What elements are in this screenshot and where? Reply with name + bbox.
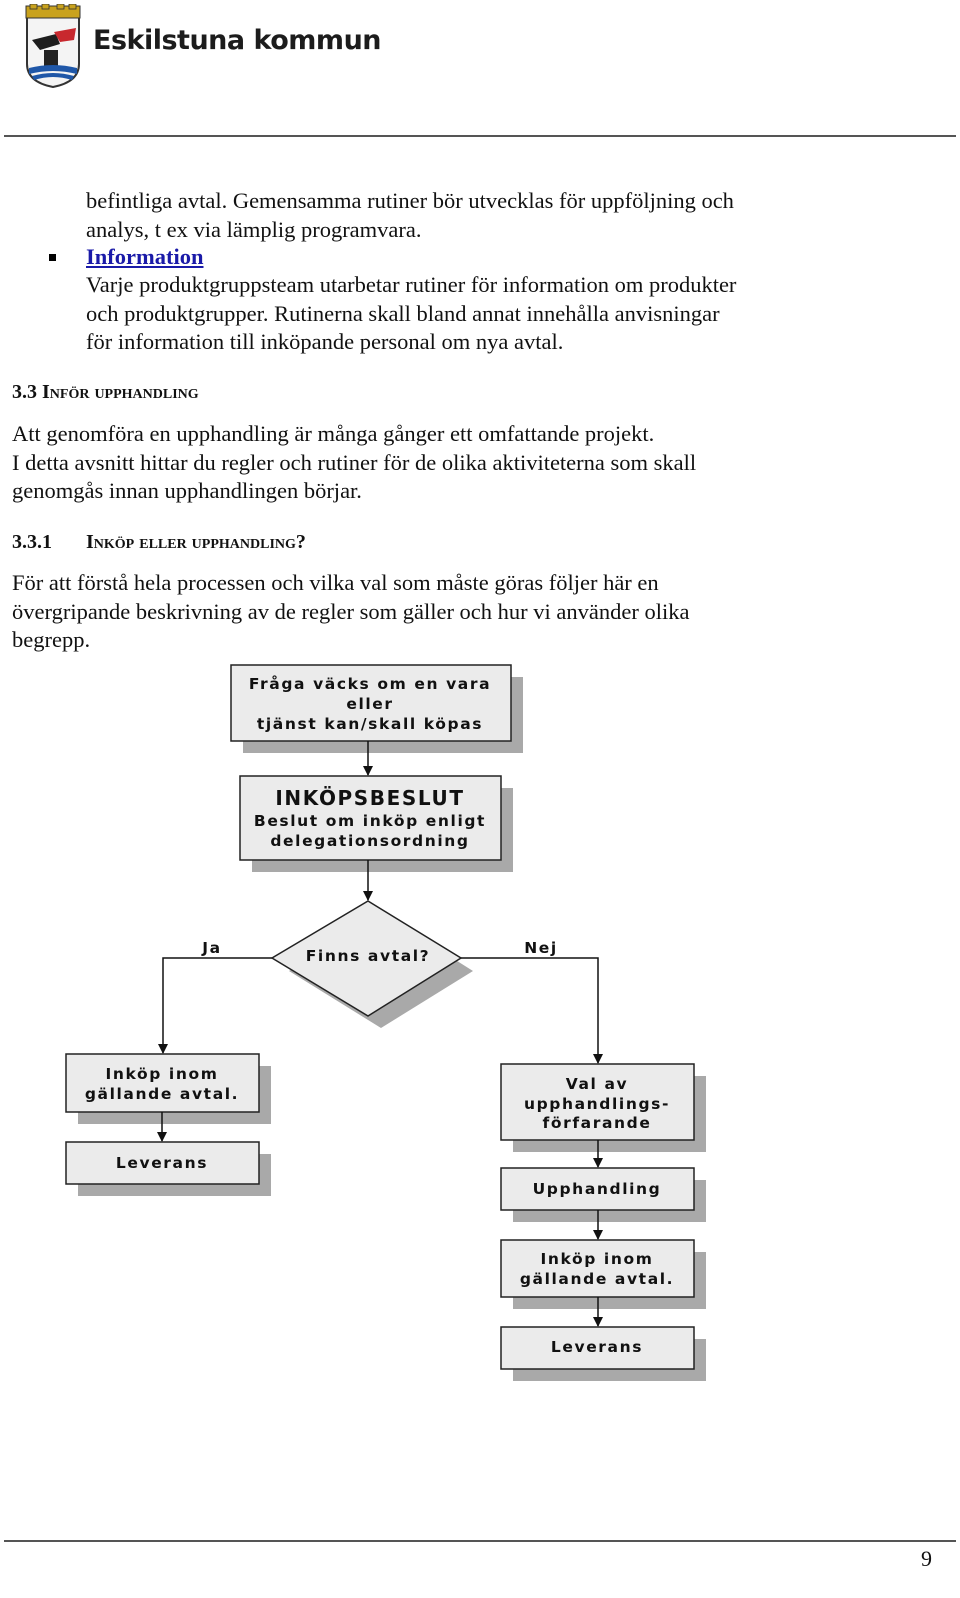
right-delivery-label: Leverans (551, 1338, 643, 1356)
text-line: analys, t ex via lämplig programvara. (86, 216, 422, 242)
section-heading-3-3: 3.3 Inför upphandling (12, 381, 199, 403)
text-line: övergripande beskrivning av de regler so… (12, 598, 690, 624)
decision-sub-line: delegationsordning (270, 832, 469, 850)
section-number-3-3-1: 3.3.1 (12, 531, 52, 553)
start-line: tjänst kan/skall köpas (257, 715, 483, 733)
right-purchase-line: Inköp inom (541, 1250, 654, 1268)
box-frame (230, 664, 512, 742)
procurement-label: Upphandling (533, 1180, 662, 1198)
org-name: Eskilstuna kommun (93, 25, 382, 56)
text-line: Att genomföra en upphandling är många gå… (12, 421, 655, 446)
box-frame (500, 1063, 695, 1141)
flow-agreement-diamond: Finns avtal? (270, 900, 473, 1028)
text-line: I detta avsnitt hittar du regler och rut… (12, 449, 697, 475)
start-line: Fråga väcks om en vara (249, 674, 491, 693)
diamond-label: Finns avtal? (306, 947, 431, 965)
box-frame (65, 1141, 260, 1185)
text-line: begrepp. (12, 627, 91, 652)
diamond-frame (270, 900, 463, 1017)
left-purchase-line: Inköp inom (106, 1065, 219, 1083)
footer-divider (4, 1540, 956, 1542)
section-title-3-3-1: Inköp eller upphandling? (86, 531, 306, 553)
municipal-crest-logo (25, 4, 81, 88)
decision-sub-line: Beslut om inköp enligt (254, 812, 486, 830)
text-line: Varje produktgruppsteam utarbetar rutine… (86, 272, 737, 297)
box-frame (500, 1167, 695, 1211)
flow-right-delivery-box: Leverans (500, 1326, 706, 1381)
procedure-choice-line: Val av (566, 1075, 628, 1093)
start-line: eller (346, 695, 393, 713)
text-line: och produktgrupper. Rutinerna skall blan… (86, 300, 720, 326)
paragraph-before-procurement: Att genomföra en upphandling är många gå… (12, 420, 696, 506)
box-frame (239, 775, 502, 861)
flow-no-arrow (461, 957, 603, 1064)
left-purchase-line: gällande avtal. (85, 1085, 239, 1103)
purchase-flowchart: Fråga väcks om en vara eller tjänst kan/… (65, 664, 706, 1381)
no-label: Nej (524, 939, 558, 957)
paragraph-information: Varje produktgruppsteam utarbetar rutine… (86, 271, 736, 357)
page-header: Eskilstuna kommun (0, 0, 960, 140)
flow-left-purchase-box: Inköp inom gällande avtal. (65, 1053, 271, 1124)
yes-label: Ja (201, 939, 221, 957)
text-line: För att förstå hela processen och vilka … (12, 570, 659, 595)
bullet-square-icon (49, 254, 56, 261)
text-line: befintliga avtal. Gemensamma rutiner bör… (86, 188, 734, 213)
text-line: för information till inköpande personal … (86, 329, 564, 354)
page-number: 9 (921, 1546, 932, 1571)
left-delivery-label: Leverans (116, 1154, 208, 1172)
box-frame (500, 1239, 695, 1298)
flow-purchase-decision-box: INKÖPSBESLUT Beslut om inköp enligt dele… (239, 775, 513, 872)
flow-left-delivery-box: Leverans (65, 1141, 271, 1196)
right-purchase-line: gällande avtal. (520, 1270, 674, 1288)
box-frame (500, 1326, 695, 1370)
text-line: genomgås innan upphandlingen börjar. (12, 478, 362, 503)
procedure-choice-line: upphandlings- (524, 1095, 670, 1113)
header-divider (4, 135, 956, 137)
flow-yes-arrow (158, 957, 272, 1054)
flow-procedure-choice-box: Val av upphandlings- förfarande (500, 1063, 706, 1152)
box-frame (65, 1053, 260, 1113)
paragraph-process-overview: För att förstå hela processen och vilka … (12, 569, 689, 655)
paragraph-existing-agreements: befintliga avtal. Gemensamma rutiner bör… (86, 187, 734, 244)
decision-title: INKÖPSBESLUT (275, 786, 464, 810)
flow-start-box: Fråga väcks om en vara eller tjänst kan/… (230, 664, 523, 753)
procedure-choice-line: förfarande (543, 1114, 652, 1132)
information-link[interactable]: Information (86, 244, 204, 269)
flow-right-purchase-box: Inköp inom gällande avtal. (500, 1239, 706, 1309)
flow-procurement-box: Upphandling (500, 1167, 706, 1222)
